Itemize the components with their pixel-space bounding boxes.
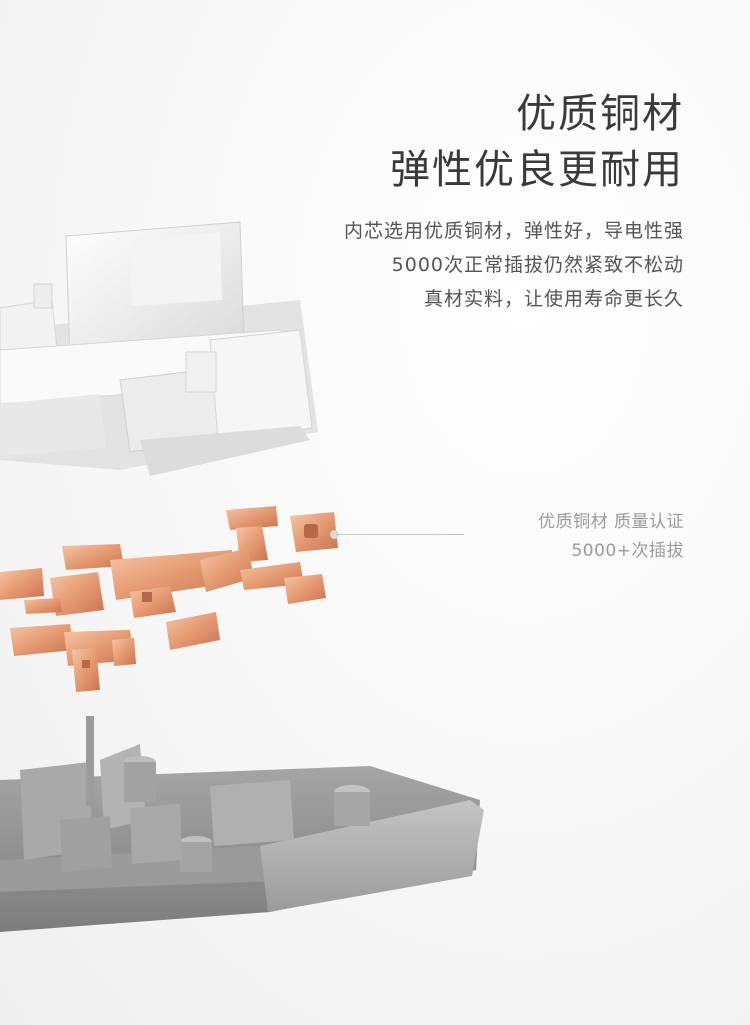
gray-base-part [0,716,484,932]
callout-dot [330,530,339,539]
headline: 优质铜材 弹性优良更耐用 [390,86,684,198]
description: 内芯选用优质铜材，弹性好，导电性强 5000次正常插拔仍然紧致不松动 真材实料，… [344,214,684,316]
callout-label: 优质铜材 质量认证 5000+次插拔 [538,508,684,566]
description-line-3: 真材实料，让使用寿命更长久 [423,288,684,310]
headline-line-2: 弹性优良更耐用 [390,147,684,193]
callout-line-2: 5000+次插拔 [571,541,684,561]
callout-leader-line [336,534,464,535]
white-shell-part [0,221,318,476]
description-line-2: 5000次正常插拔仍然紧致不松动 [391,254,684,276]
copper-terminals-part [0,506,338,692]
headline-line-1: 优质铜材 [516,91,684,137]
description-line-1: 内芯选用优质铜材，弹性好，导电性强 [343,220,684,242]
callout-line-1: 优质铜材 质量认证 [538,512,684,532]
